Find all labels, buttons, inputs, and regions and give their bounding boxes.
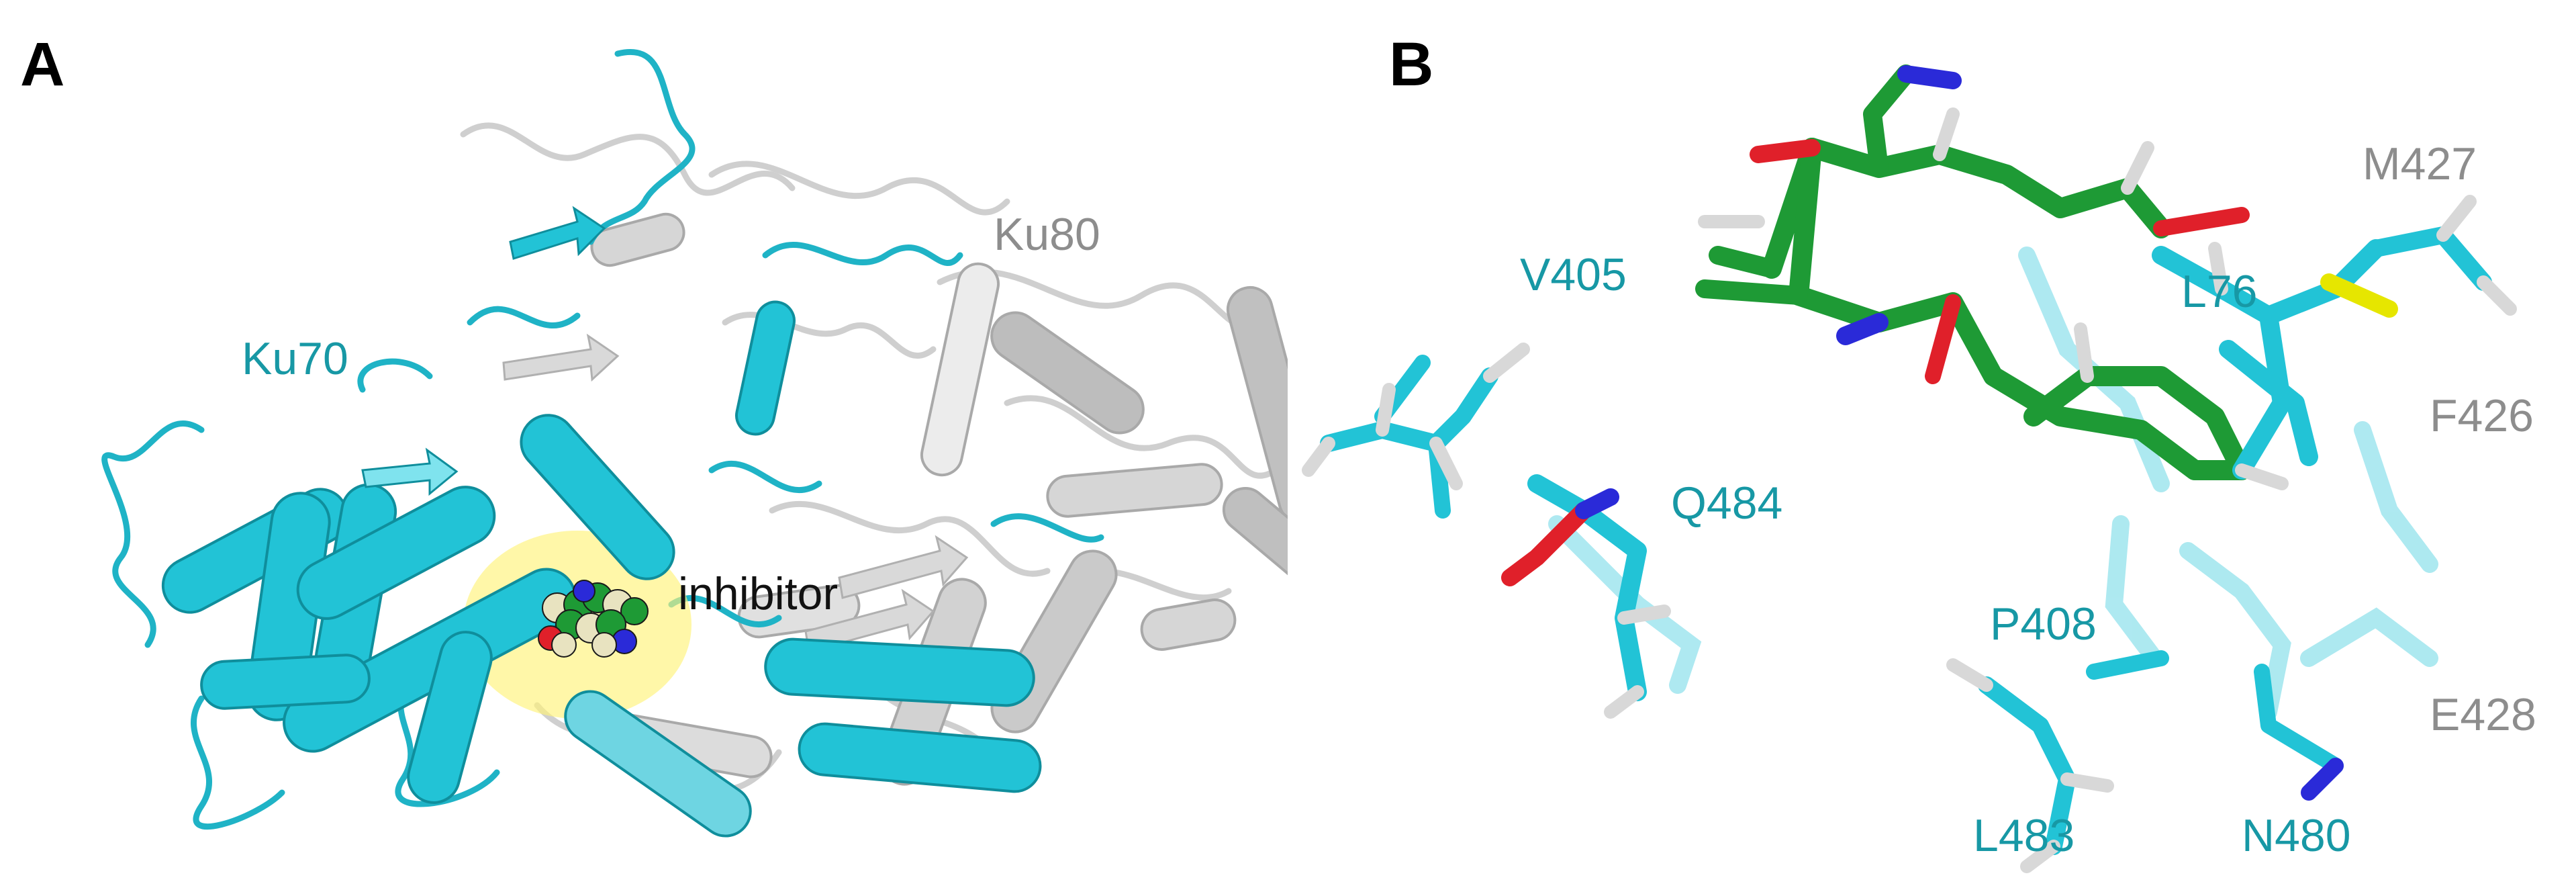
panel-b: B [1288, 0, 2576, 892]
ku80-sheets [502, 333, 969, 653]
ligand-sticks [1695, 64, 2252, 480]
residue-sticks [1320, 226, 2492, 855]
residue-label-n480: N480 [2242, 810, 2351, 861]
residue-label-m427: M427 [2363, 138, 2477, 189]
residue-label-p408: P408 [1990, 598, 2097, 650]
panel-letter-b: B [1389, 30, 1434, 99]
ku70-sheets [361, 206, 606, 496]
ku80-helices [590, 212, 1288, 786]
inhibitor-atoms [538, 580, 649, 658]
ku80-label: Ku80 [994, 209, 1100, 260]
panel-letter-a: A [20, 30, 65, 99]
residue-label-e428: E428 [2430, 689, 2536, 740]
hydrogen-sticks [1302, 107, 2517, 873]
binding-pocket-sticks [1302, 64, 2517, 873]
residue-label-v405: V405 [1520, 249, 1627, 300]
ku70-loops [101, 49, 1104, 830]
protein-cartoon [101, 49, 1288, 838]
residue-label-l76: L76 [2181, 266, 2258, 317]
residue-label-q484: Q484 [1671, 478, 1783, 529]
ku70-helices [161, 300, 1042, 838]
inhibitor-label: inhibitor [678, 568, 839, 619]
panel-a: A [20, 30, 1288, 838]
residue-label-f426: F426 [2430, 390, 2534, 441]
ku70-label: Ku70 [242, 333, 348, 384]
residue-label-l483: L483 [1973, 810, 2075, 861]
